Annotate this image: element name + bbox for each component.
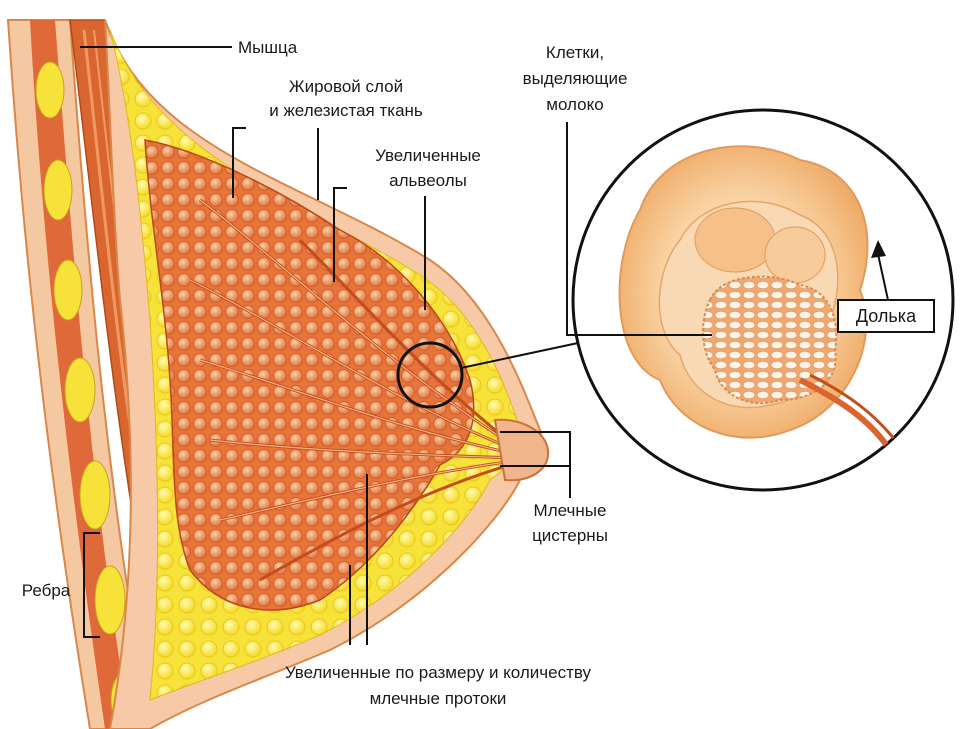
ribs-label: Ребра (22, 581, 71, 600)
alveoli-label-line2: альвеолы (389, 171, 467, 190)
ducts-label-line1: Увеличенные по размеру и количеству (285, 663, 592, 682)
cisterns-label-line1: Млечные (534, 501, 607, 520)
cisterns-label-line2: цистерны (532, 526, 608, 545)
muscle-label: Мышца (238, 38, 298, 57)
cells-label-line1: Клетки, (546, 43, 604, 62)
fat-label-line2: и железистая ткань (269, 101, 423, 120)
lobule-label: Долька (856, 306, 917, 326)
fat-label-line1: Жировой слой (289, 77, 403, 96)
cells-label-line3: молоко (546, 95, 603, 114)
alveoli-label-line1: Увеличенные (375, 146, 481, 165)
cells-label-line2: выделяющие (523, 69, 628, 88)
ducts-label-line2: млечные протоки (370, 689, 507, 708)
